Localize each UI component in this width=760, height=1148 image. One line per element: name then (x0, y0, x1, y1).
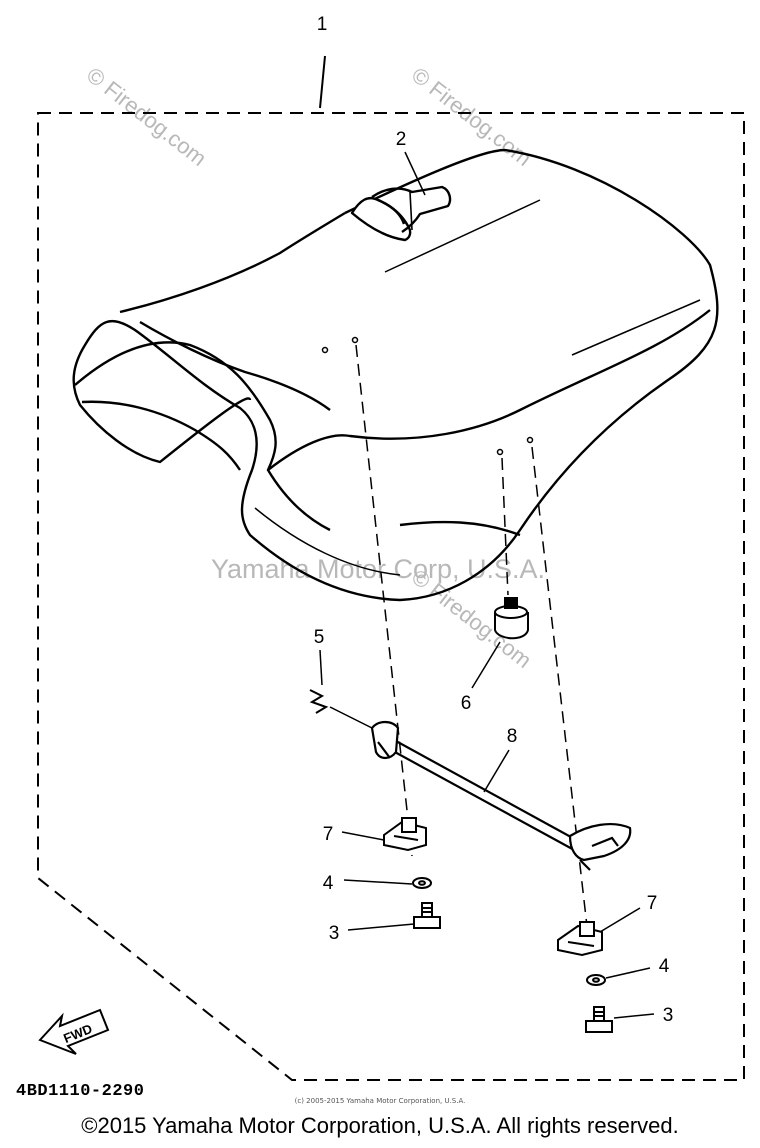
callout-3-right: 3 (663, 1005, 674, 1026)
part-4-washer-right (586, 974, 606, 986)
leader-3-right (613, 1013, 655, 1019)
leader-1 (319, 55, 326, 109)
part-3-bolt-left (413, 902, 441, 929)
part-7-bracket-left (383, 817, 427, 852)
small-copyright: (c) 2005-2015 Yamaha Motor Corporation, … (294, 1097, 466, 1105)
leader-5 (319, 649, 323, 686)
watermark-layer: © Firedog.com © Firedog.com © Firedog.co… (82, 62, 545, 673)
watermark-firedog-1: © Firedog.com (82, 62, 211, 171)
fwd-arrow-icon: FWD (38, 1008, 110, 1055)
mounting-holes (321, 336, 534, 456)
leader-2 (404, 151, 426, 196)
leader-4-right (605, 967, 651, 979)
leader-7-left (341, 831, 385, 841)
callout-4-left: 4 (323, 873, 334, 894)
callout-6: 6 (461, 693, 472, 714)
callout-1: 1 (317, 14, 328, 35)
callout-8: 8 (507, 726, 518, 747)
callout-7-right: 7 (647, 893, 658, 914)
part-4-washer-left (412, 877, 432, 889)
part-6-damper (494, 597, 529, 640)
callout-2: 2 (396, 129, 407, 150)
assembly-boundary (37, 112, 745, 1081)
part-7-bracket-right (557, 921, 603, 957)
part-3-bolt-right (585, 1006, 613, 1033)
leader-8 (483, 749, 510, 793)
part-8-rod (370, 720, 632, 871)
copyright-notice: ©2015 Yamaha Motor Corporation, U.S.A. A… (81, 1113, 679, 1138)
leader-6 (471, 641, 501, 689)
watermark-center: Yamaha Motor Corp, U.S.A. (211, 554, 545, 584)
watermark-firedog-2: © Firedog.com (407, 62, 536, 171)
leader-4-left (343, 879, 413, 885)
callout-3-left: 3 (329, 923, 340, 944)
part-code: 4BD1110-2290 (16, 1082, 145, 1101)
callout-4-right: 4 (659, 956, 670, 977)
callout-7-left: 7 (323, 824, 334, 845)
callout-5: 5 (314, 627, 325, 648)
leader-7-right (599, 907, 641, 933)
part-5-clip (309, 689, 329, 714)
leader-3-left (347, 923, 415, 931)
seat (72, 148, 719, 602)
clip-guide (329, 706, 373, 729)
